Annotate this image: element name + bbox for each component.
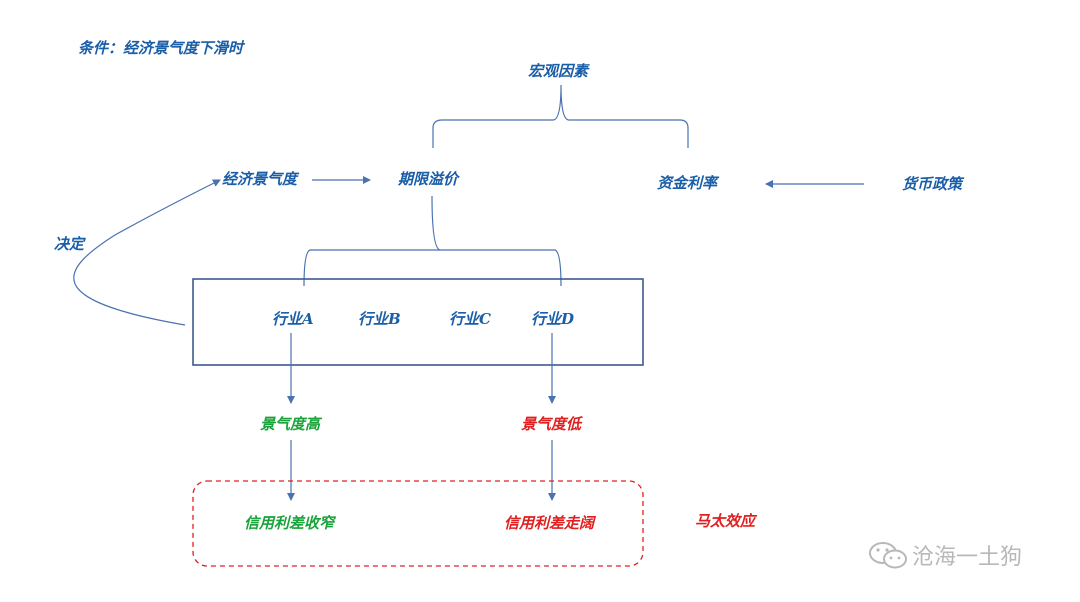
wechat-icon bbox=[869, 542, 907, 569]
funding-rate-label: 资金利率 bbox=[657, 174, 718, 192]
low-prosperity-label: 景气度低 bbox=[521, 415, 582, 433]
spread-widen-label: 信用利差走阔 bbox=[504, 514, 595, 532]
industry-box bbox=[192, 278, 644, 366]
term-premium-label: 期限溢价 bbox=[398, 170, 459, 188]
economy-label: 经济景气度 bbox=[222, 170, 298, 188]
industry-b-label: 行业B bbox=[358, 310, 401, 328]
condition-text: 条件：经济景气度下滑时 bbox=[78, 39, 244, 57]
spread-dashed-box bbox=[192, 480, 644, 567]
matthew-effect-label: 马太效应 bbox=[695, 512, 756, 530]
industry-d-label: 行业D bbox=[531, 310, 575, 328]
watermark-text: 沧海一土狗 bbox=[912, 545, 1023, 570]
high-prosperity-label: 景气度高 bbox=[260, 415, 321, 433]
decide-label: 决定 bbox=[54, 235, 85, 253]
macro-factors-label: 宏观因素 bbox=[528, 62, 589, 80]
decide-curve bbox=[73, 179, 221, 326]
watermark: 沧海一土狗 bbox=[868, 539, 1022, 571]
spread-narrow-label: 信用利差收窄 bbox=[244, 514, 335, 532]
industry-c-label: 行业C bbox=[449, 310, 491, 328]
macro-brace bbox=[432, 84, 689, 148]
monetary-policy-label: 货币政策 bbox=[902, 175, 963, 193]
industry-a-label: 行业A bbox=[272, 310, 314, 328]
industry-brace bbox=[303, 195, 562, 287]
